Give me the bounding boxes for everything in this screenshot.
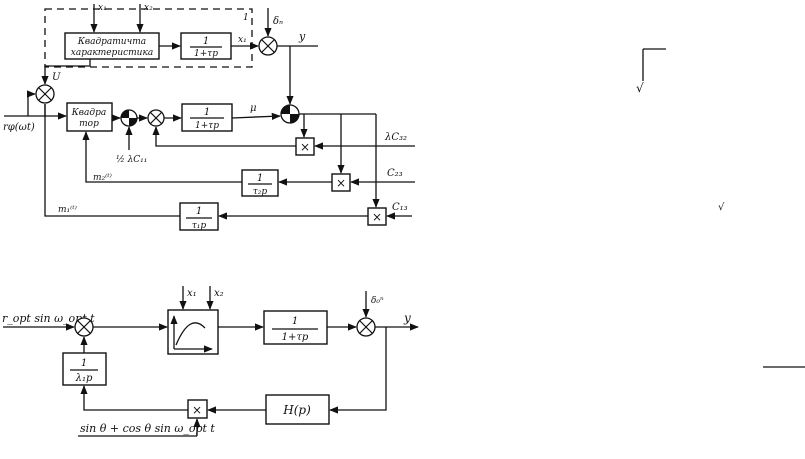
m2-label: m₂⁽ᵗ⁾	[93, 172, 112, 183]
tau1-num: 1	[196, 206, 202, 217]
lag-block-middle-den: 1+τp	[195, 121, 219, 131]
filter-label: H(p)	[282, 403, 311, 417]
lag-block-top	[180, 32, 232, 60]
characteristic-curve	[175, 322, 206, 346]
quad-block-line1: Квадратичта	[77, 37, 146, 47]
int-den: λ₁p	[75, 373, 93, 384]
margin-marks: √ √	[636, 48, 805, 368]
u-label: U	[52, 72, 61, 83]
input-label-top: rφ(ωt)	[3, 122, 35, 133]
c13-label: C₁₃	[392, 202, 408, 213]
mu-label: μ	[250, 103, 257, 114]
multiplier-bottom-sign: ×	[192, 403, 202, 417]
output-y-label-top: y	[298, 30, 306, 43]
m1-label: m₁⁽ᵗ⁾	[58, 204, 77, 215]
multiplier-3-sign: ×	[372, 210, 382, 224]
demod-label: sin θ + cos θ sin ω_opt t	[80, 422, 215, 435]
input-x1-label: x₁	[98, 3, 107, 13]
input-x2-label: x₂	[144, 3, 153, 13]
int-num: 1	[81, 358, 87, 369]
lc32-label: λC₃₂	[384, 132, 407, 143]
noise-label: δₙ	[273, 16, 283, 27]
tau2-den: τ₂p	[253, 187, 268, 197]
x1-out-label: x₁	[238, 35, 247, 45]
lag-block-top-den: 1+τp	[194, 49, 218, 59]
lag-block-bottom-den: 1+τp	[282, 332, 309, 343]
squarer-line1: Квадра	[71, 108, 106, 118]
output-y-label-bottom: y	[403, 311, 411, 325]
input-label-bottom: r_opt sin ω_opt t	[2, 312, 95, 325]
sqrt-mark-1: √	[636, 81, 644, 95]
lag-block-top-num: 1	[203, 36, 209, 47]
multiplier-1-sign: ×	[300, 140, 310, 154]
quad-block-line2: характеристика	[71, 48, 153, 58]
filter-block	[265, 394, 330, 425]
noise-label-bottom: δ₀ⁿ	[371, 296, 384, 306]
lag-block-middle-num: 1	[204, 107, 210, 118]
group-label: 1	[243, 13, 249, 23]
sqrt-mark-2: √	[718, 202, 725, 213]
squarer-line2: тор	[79, 119, 99, 129]
multiplier-2-sign: ×	[336, 176, 346, 190]
nonlinear-characteristic-block	[167, 309, 219, 355]
half-c-label: ½ λC₁₁	[116, 154, 147, 165]
input-x2-bottom: x₂	[214, 288, 224, 299]
tau2-num: 1	[257, 173, 263, 184]
top-diagram: 1 x₁ x₂ Квадратичта характеристика 1 1+τ…	[3, 3, 415, 231]
multiplier-bottom	[187, 399, 208, 419]
lag-block-bottom-num: 1	[292, 316, 298, 327]
tau1-den: τ₁p	[192, 221, 207, 231]
input-x1-bottom: x₁	[187, 288, 197, 299]
bottom-diagram: r_opt sin ω_opt t x₁ x₂ 1 1+τp δ₀ⁿ y H(p…	[2, 286, 419, 437]
c23-label: C₂₃	[387, 168, 403, 179]
integrator-tau2	[241, 169, 279, 197]
